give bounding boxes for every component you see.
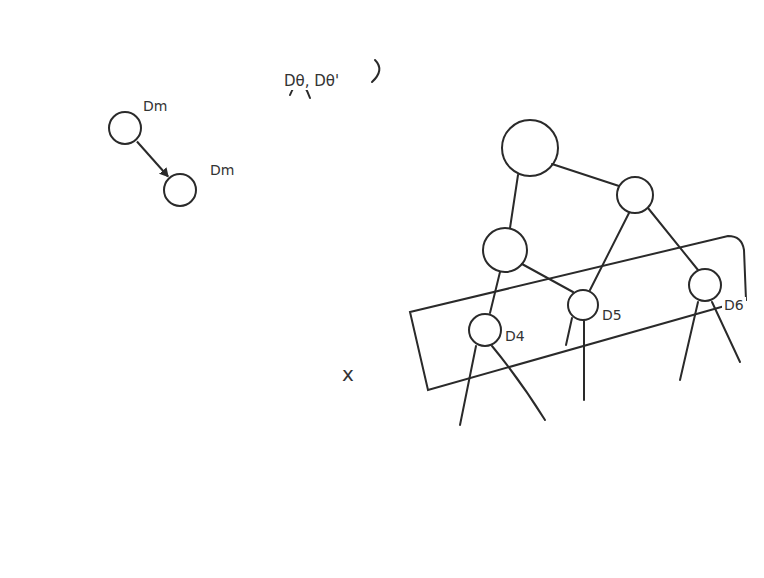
- labeled-circle: D6: [688, 268, 722, 302]
- node-label: Dm: [141, 98, 169, 114]
- leg-line: [583, 321, 585, 400]
- tree-line: [552, 164, 619, 186]
- circle-outline: [567, 289, 599, 321]
- note-label: x: [340, 362, 356, 386]
- leg-line: [492, 346, 545, 420]
- inner-circle: [483, 228, 527, 272]
- tree-line: [590, 213, 629, 290]
- node-label: Dm: [208, 162, 236, 178]
- leg-line: [460, 346, 476, 425]
- labeled-circle: Dm: [163, 173, 197, 207]
- circle-outline: [688, 268, 722, 302]
- root-circle: [502, 120, 558, 176]
- node-label: D4: [503, 328, 527, 344]
- arrow-connector: [137, 141, 168, 176]
- note-label: Dθ, Dθ': [282, 72, 341, 90]
- circle-outline: [468, 313, 502, 347]
- node-label: D6: [722, 297, 746, 313]
- leg-line: [680, 302, 698, 380]
- labeled-circle: D5: [567, 289, 599, 321]
- tree-line: [648, 208, 698, 270]
- labeled-circle: D4: [468, 313, 502, 347]
- scribble: [372, 60, 379, 82]
- circle-outline: [163, 173, 197, 207]
- tree-line: [510, 175, 518, 228]
- leg-line: [566, 318, 572, 345]
- labeled-circle: Dm: [108, 111, 142, 145]
- circle-outline: [108, 111, 142, 145]
- tree-line: [522, 264, 573, 292]
- group-rectangle: [410, 236, 746, 390]
- node-label: D5: [600, 307, 624, 323]
